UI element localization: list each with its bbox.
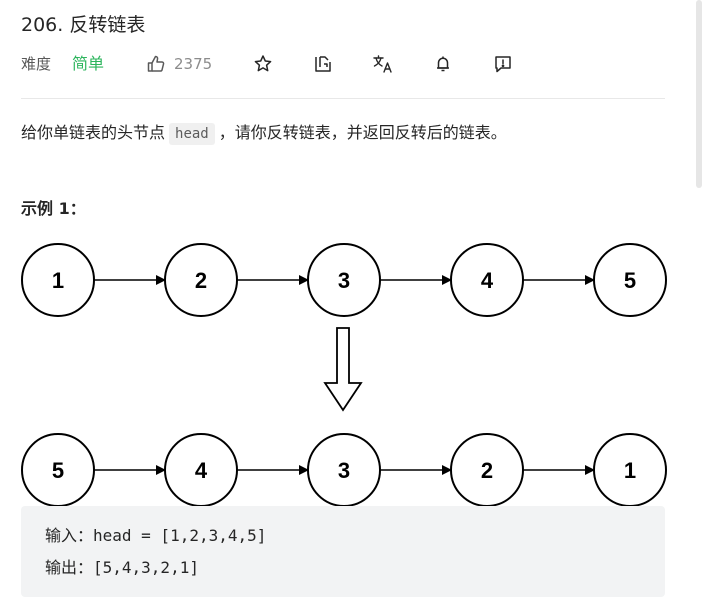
like-count: 2375 [174, 55, 213, 73]
list-after-node-value: 3 [338, 458, 350, 483]
linked-list-diagram: 1 2 3 4 5 5 4 3 2 1 [21, 243, 667, 507]
problem-title: 206. 反转链表 [21, 14, 146, 36]
star-icon [254, 55, 272, 72]
list-before-node-value: 1 [52, 268, 64, 293]
list-before-node [21, 243, 95, 317]
bell-icon [437, 56, 449, 72]
list-before-node [593, 243, 667, 317]
header-divider [21, 98, 665, 99]
list-after-node-value: 5 [52, 458, 64, 483]
list-before-node-value: 4 [481, 268, 494, 293]
list-after-node-value: 4 [195, 458, 208, 483]
inline-code-head: head [169, 123, 215, 145]
list-before-node-value: 2 [195, 268, 207, 293]
list-before-node [164, 243, 238, 317]
description-text-after: ，请你反转链表，并返回反转后的链表。 [218, 123, 507, 142]
page-scrollbar[interactable] [696, 0, 702, 188]
list-before-row: 1 2 3 4 5 [21, 243, 667, 317]
subscribe-button[interactable] [431, 52, 455, 76]
list-before-node [307, 243, 381, 317]
list-after-node-value: 1 [624, 458, 636, 483]
translate-button[interactable] [371, 52, 395, 76]
difficulty-label: 难度 [21, 55, 52, 73]
feedback-button[interactable] [491, 52, 515, 76]
list-before-node-value: 3 [338, 268, 350, 293]
list-before-node [450, 243, 524, 317]
list-after-node-value: 2 [481, 458, 493, 483]
problem-meta-bar: 难度 简单 2375 [21, 52, 665, 76]
example-output-line: 输出：[5,4,3,2,1] [45, 558, 199, 577]
thumbs-up-icon [147, 55, 165, 72]
feedback-icon [495, 56, 511, 73]
like-button[interactable]: 2375 [146, 52, 212, 76]
translate-icon [373, 55, 392, 73]
down-arrow-shape [323, 327, 363, 412]
share-icon [315, 56, 331, 72]
favorite-button[interactable] [251, 52, 275, 76]
list-before-node-value: 5 [624, 268, 636, 293]
example-title: 示例 1： [21, 199, 86, 218]
difficulty-value: 简单 [72, 54, 105, 73]
description-text-before: 给你单链表的头节点 [21, 123, 166, 142]
share-button[interactable] [311, 52, 335, 76]
list-after-row: 5 4 3 2 1 [21, 433, 667, 507]
example-code-block: 输入：head = [1,2,3,4,5] 输出：[5,4,3,2,1] [21, 506, 665, 597]
example-input-line: 输入：head = [1,2,3,4,5] [45, 526, 267, 545]
